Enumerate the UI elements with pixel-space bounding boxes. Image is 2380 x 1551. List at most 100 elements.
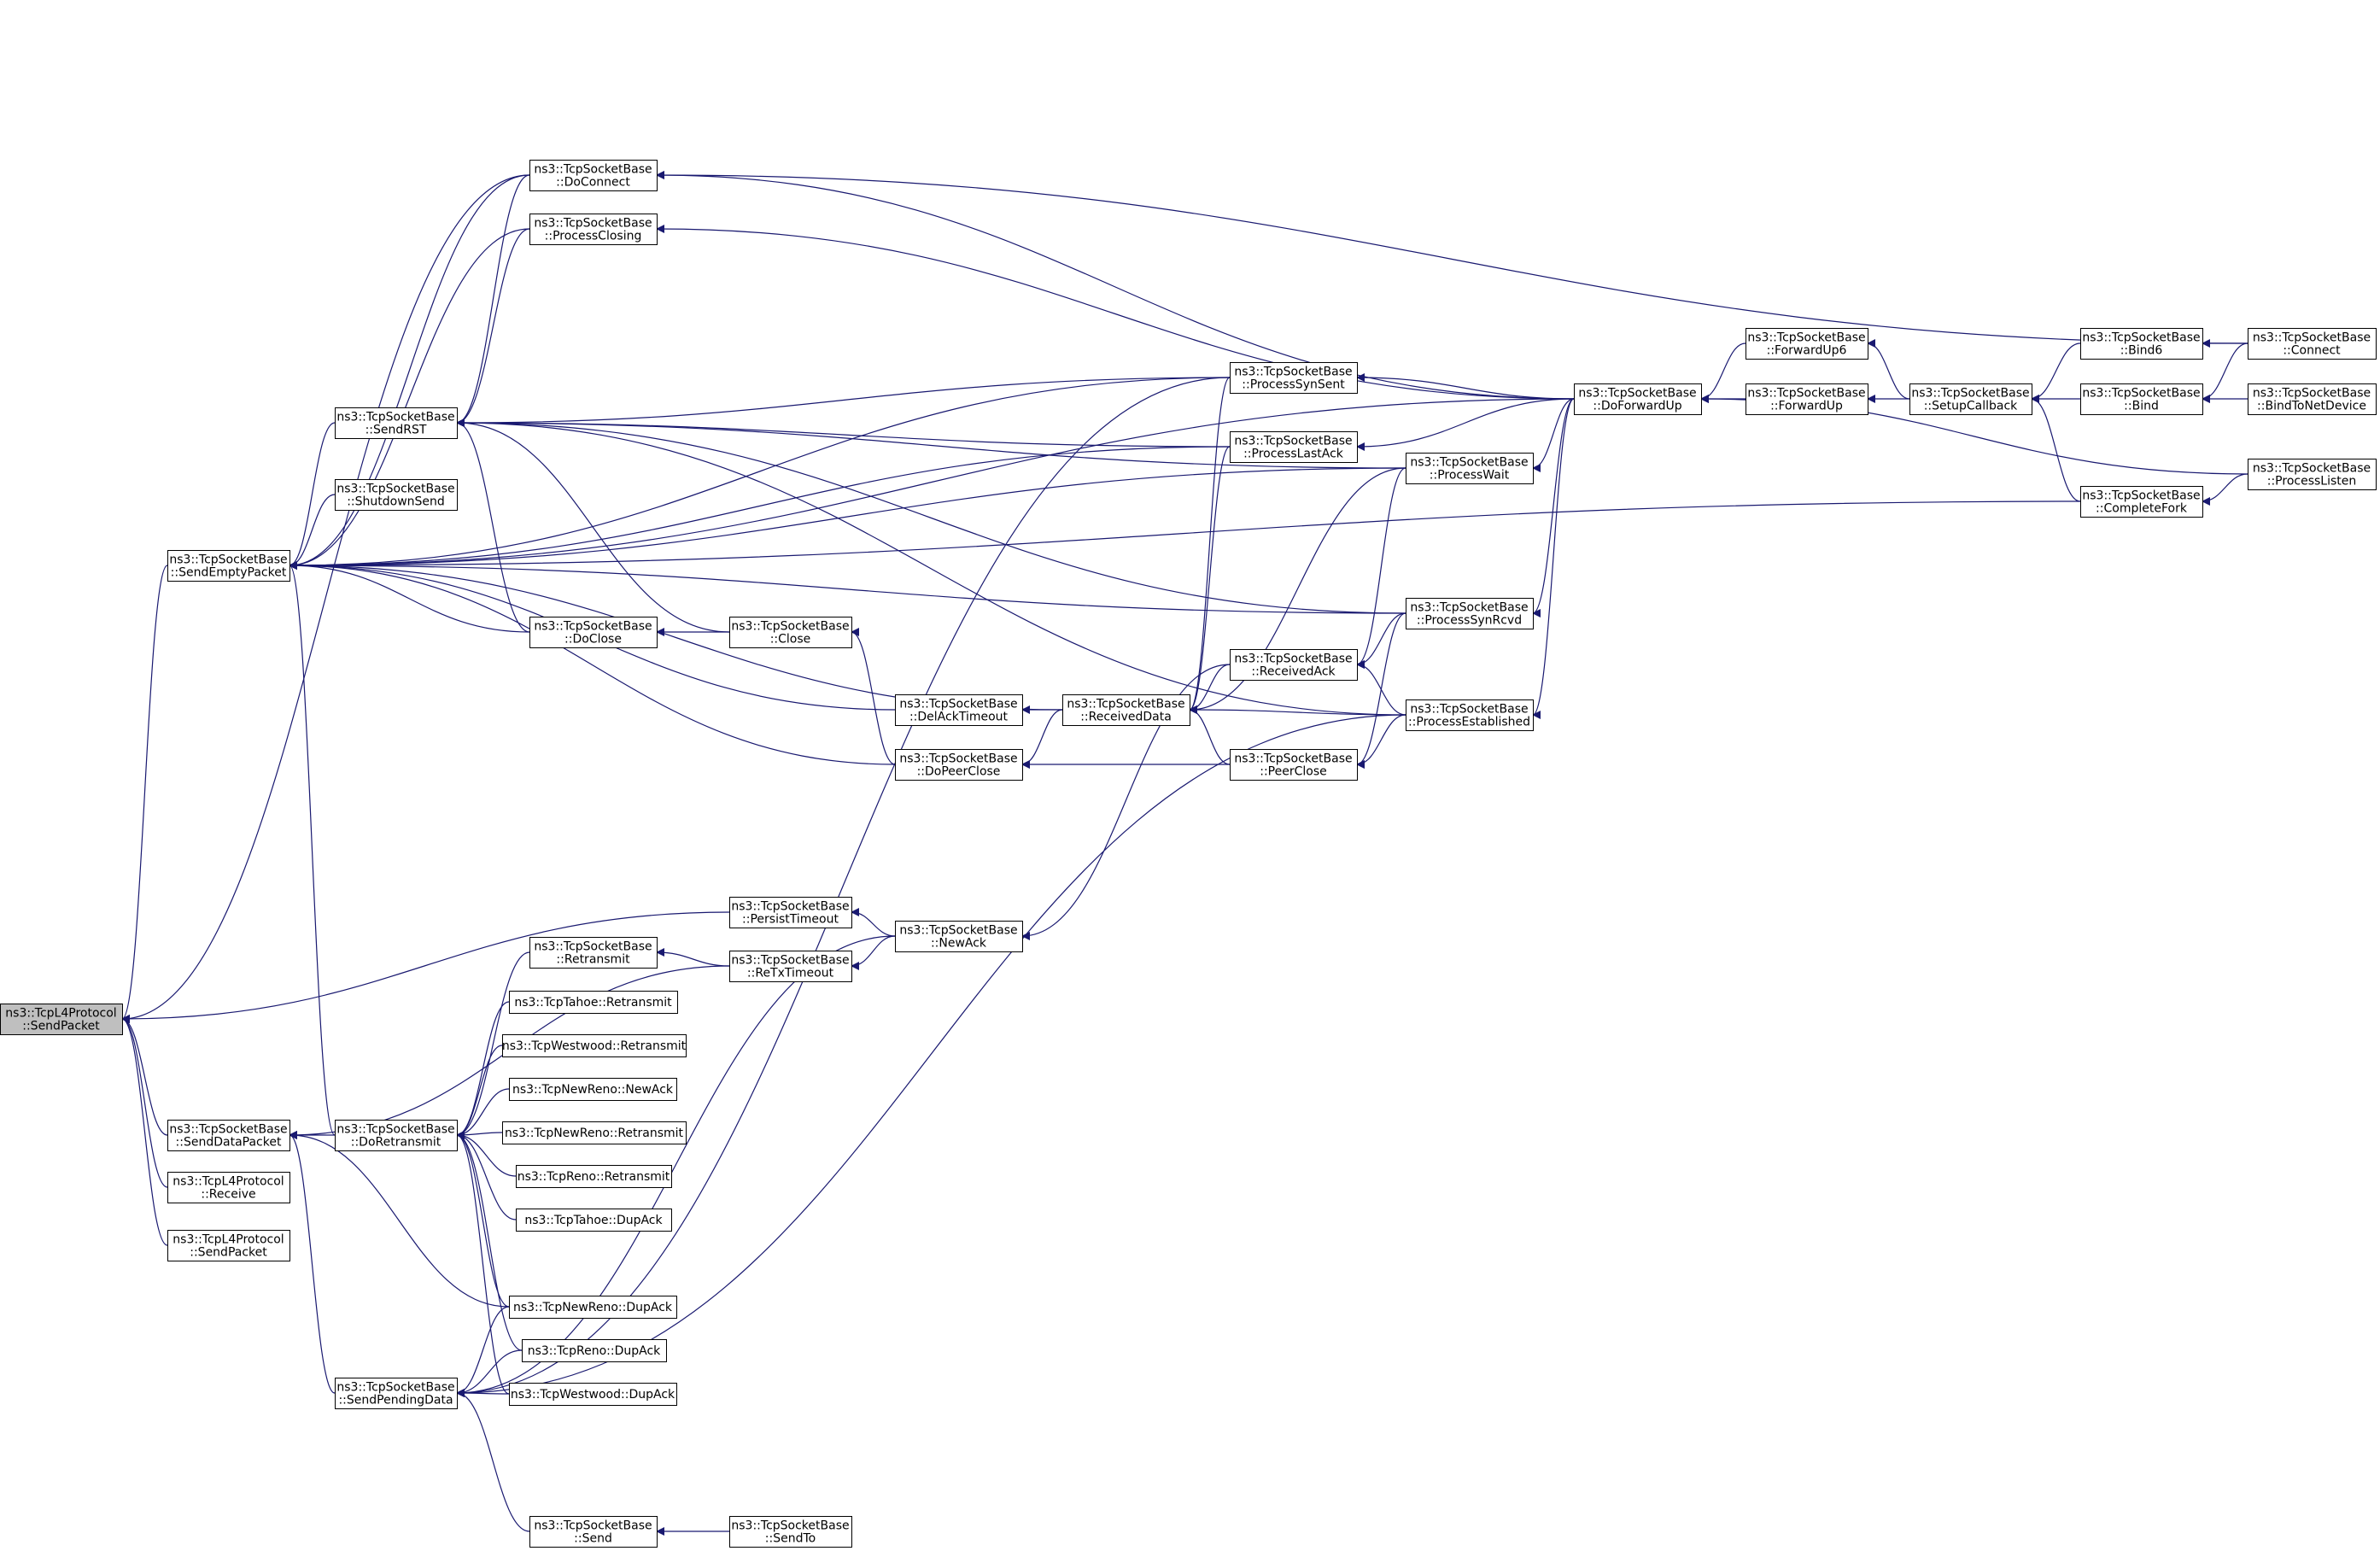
- node-newRenoNewAck[interactable]: ns3::TcpNewReno::NewAck: [509, 1078, 677, 1101]
- node-label: ::SendDataPacket: [176, 1136, 282, 1150]
- node-shutdownSend[interactable]: ns3::TcpSocketBase::ShutdownSend: [335, 479, 458, 511]
- node-label: ::DelAckTimeout: [909, 711, 1009, 724]
- node-delAckTimeout[interactable]: ns3::TcpSocketBase::DelAckTimeout: [895, 694, 1023, 726]
- node-label: ns3::TcpSocketBase: [2082, 489, 2200, 503]
- node-processEstablished[interactable]: ns3::TcpSocketBase::ProcessEstablished: [1406, 699, 1534, 731]
- node-persistTimeout[interactable]: ns3::TcpSocketBase::PersistTimeout: [729, 897, 852, 928]
- call-edge-doClose-to-sendRST: [456, 418, 530, 633]
- call-edge-processSynSent-to-sendEmpty: [289, 377, 1231, 570]
- node-send[interactable]: ns3::TcpSocketBase::Send: [529, 1516, 658, 1548]
- node-box: [529, 617, 658, 648]
- node-bind6[interactable]: ns3::TcpSocketBase::Bind6: [2080, 328, 2203, 360]
- call-edge-receivedAck-to-newAck: [1021, 664, 1231, 940]
- call-edge-send-to-sendPending: [456, 1389, 530, 1532]
- node-box: [509, 1383, 677, 1406]
- node-label: ns3::TcpSocketBase: [731, 954, 849, 968]
- node-peerClose[interactable]: ns3::TcpSocketBase::PeerClose: [1230, 749, 1358, 781]
- call-edge-completeFork-to-sendEmpty: [289, 500, 2081, 570]
- call-edge-doPeerClose-to-close: [851, 628, 896, 765]
- node-doPeerClose[interactable]: ns3::TcpSocketBase::DoPeerClose: [895, 749, 1023, 781]
- node-renoDupAck[interactable]: ns3::TcpReno::DupAck: [522, 1339, 667, 1362]
- node-label: ns3::TcpSocketBase: [899, 698, 1017, 711]
- node-doRetransmit[interactable]: ns3::TcpSocketBase::DoRetransmit: [335, 1120, 458, 1151]
- node-processClosing[interactable]: ns3::TcpSocketBase::ProcessClosing: [529, 214, 658, 245]
- node-box: [2248, 383, 2377, 415]
- node-l4SendPacket[interactable]: ns3::TcpL4Protocol::SendPacket: [167, 1230, 290, 1261]
- node-processListen[interactable]: ns3::TcpSocketBase::ProcessListen: [2248, 459, 2377, 490]
- call-edge-processLastAck-to-sendEmpty: [289, 446, 1231, 570]
- node-completeFork[interactable]: ns3::TcpSocketBase::CompleteFork: [2080, 486, 2203, 518]
- node-connect[interactable]: ns3::TcpSocketBase::Connect: [2248, 328, 2377, 360]
- node-box: [167, 1230, 290, 1261]
- node-label: ns3::TcpSocketBase: [1234, 435, 1352, 448]
- node-processWait[interactable]: ns3::TcpSocketBase::ProcessWait: [1406, 453, 1534, 484]
- node-label: ns3::TcpReno::Retransmit: [518, 1170, 670, 1184]
- node-label: ns3::TcpReno::DupAck: [528, 1344, 661, 1358]
- node-box: [335, 1120, 458, 1151]
- node-westwoodRetransmit[interactable]: ns3::TcpWestwood::Retransmit: [502, 1034, 687, 1057]
- node-receivedData[interactable]: ns3::TcpSocketBase::ReceivedData: [1062, 694, 1190, 726]
- call-edge-processSynRcvd-to-sendEmpty: [289, 561, 1406, 614]
- call-edge-processLastAck-to-sendRST: [456, 418, 1231, 448]
- node-label: ns3::TcpSocketBase: [336, 1381, 454, 1395]
- node-l4Receive[interactable]: ns3::TcpL4Protocol::Receive: [167, 1172, 290, 1203]
- call-edge-processLastAck-to-receivedData: [1189, 446, 1231, 714]
- call-edge-processWait-to-sendEmpty: [289, 467, 1406, 570]
- call-edge-doForwardUp-to-processClosing: [656, 225, 1575, 400]
- node-doClose[interactable]: ns3::TcpSocketBase::DoClose: [529, 617, 658, 648]
- node-label: ns3::TcpSocketBase: [1234, 653, 1352, 666]
- call-edge-doClose-to-sendEmpty: [289, 561, 530, 633]
- node-box: [2080, 328, 2203, 360]
- node-sendData[interactable]: ns3::TcpSocketBase::SendDataPacket: [167, 1120, 290, 1151]
- node-reTxTimeout[interactable]: ns3::TcpSocketBase::ReTxTimeout: [729, 951, 852, 982]
- call-edge-westwoodDupAck-to-doRetransmit: [456, 1131, 510, 1395]
- node-doConnect[interactable]: ns3::TcpSocketBase::DoConnect: [529, 160, 658, 191]
- call-edge-newRenoDupAck-to-sendData: [289, 1131, 510, 1308]
- call-edge-newRenoNewAck-to-doRetransmit: [456, 1088, 510, 1139]
- node-box: [895, 921, 1023, 952]
- node-newRenoDupAck[interactable]: ns3::TcpNewReno::DupAck: [509, 1296, 677, 1319]
- node-processLastAck[interactable]: ns3::TcpSocketBase::ProcessLastAck: [1230, 431, 1358, 463]
- call-edge-processEstablished-to-sendRST: [456, 418, 1406, 716]
- node-tahoeDupAck[interactable]: ns3::TcpTahoe::DupAck: [516, 1209, 672, 1232]
- node-sendRST[interactable]: ns3::TcpSocketBase::SendRST: [335, 407, 458, 439]
- node-label: ::SendRST: [365, 424, 427, 437]
- node-box: [1574, 383, 1702, 415]
- node-bindToNetDevice[interactable]: ns3::TcpSocketBase::BindToNetDevice: [2248, 383, 2377, 415]
- node-sendEmpty[interactable]: ns3::TcpSocketBase::SendEmptyPacket: [167, 550, 290, 582]
- call-edge-newRenoDupAck-to-sendPending: [456, 1306, 510, 1397]
- call-edge-doConnect-to-root: [121, 174, 530, 1023]
- node-bind[interactable]: ns3::TcpSocketBase::Bind: [2080, 383, 2203, 415]
- call-edge-processEstablished-to-peerClose: [1356, 714, 1406, 769]
- node-box: [2248, 328, 2377, 360]
- node-box: [502, 1034, 687, 1057]
- call-edge-connect-to-bind: [2202, 342, 2248, 403]
- node-setupCallback[interactable]: ns3::TcpSocketBase::SetupCallback: [1909, 383, 2032, 415]
- node-processSynSent[interactable]: ns3::TcpSocketBase::ProcessSynSent: [1230, 362, 1358, 394]
- node-sendPending[interactable]: ns3::TcpSocketBase::SendPendingData: [335, 1378, 458, 1409]
- call-edge-processWait-to-receivedAck: [1356, 467, 1406, 669]
- node-retransmit[interactable]: ns3::TcpSocketBase::Retransmit: [529, 937, 658, 969]
- node-newRenoRetransmit[interactable]: ns3::TcpNewReno::Retransmit: [502, 1121, 687, 1144]
- call-edge-tahoeRetransmit-to-doRetransmit: [456, 1001, 510, 1139]
- node-label: ns3::TcpSocketBase: [1911, 387, 2029, 401]
- node-renoRetransmit[interactable]: ns3::TcpReno::Retransmit: [516, 1165, 672, 1188]
- node-label: ns3::TcpL4Protocol: [173, 1233, 284, 1247]
- node-sendTo[interactable]: ns3::TcpSocketBase::SendTo: [729, 1516, 852, 1548]
- node-newAck[interactable]: ns3::TcpSocketBase::NewAck: [895, 921, 1023, 952]
- node-forwardUp[interactable]: ns3::TcpSocketBase::ForwardUp: [1746, 383, 1868, 415]
- node-close[interactable]: ns3::TcpSocketBase::Close: [729, 617, 852, 648]
- node-label: ns3::TcpL4Protocol: [5, 1007, 116, 1021]
- node-label: ::DoForwardUp: [1593, 400, 1681, 413]
- node-root[interactable]: ns3::TcpL4Protocol::SendPacket: [0, 1004, 123, 1035]
- call-edge-doForwardUp-to-processWait: [1532, 398, 1575, 472]
- node-label: ns3::TcpSocketBase: [731, 900, 849, 914]
- node-doForwardUp[interactable]: ns3::TcpSocketBase::DoForwardUp: [1574, 383, 1702, 415]
- node-forwardUp6[interactable]: ns3::TcpSocketBase::ForwardUp6: [1746, 328, 1868, 360]
- node-processSynRcvd[interactable]: ns3::TcpSocketBase::ProcessSynRcvd: [1406, 598, 1534, 629]
- node-tahoeRetransmit[interactable]: ns3::TcpTahoe::Retransmit: [509, 991, 678, 1014]
- call-edge-persistTimeout-to-root: [121, 911, 730, 1023]
- node-box: [1406, 598, 1534, 629]
- node-receivedAck[interactable]: ns3::TcpSocketBase::ReceivedAck: [1230, 649, 1358, 681]
- node-westwoodDupAck[interactable]: ns3::TcpWestwood::DupAck: [509, 1383, 677, 1406]
